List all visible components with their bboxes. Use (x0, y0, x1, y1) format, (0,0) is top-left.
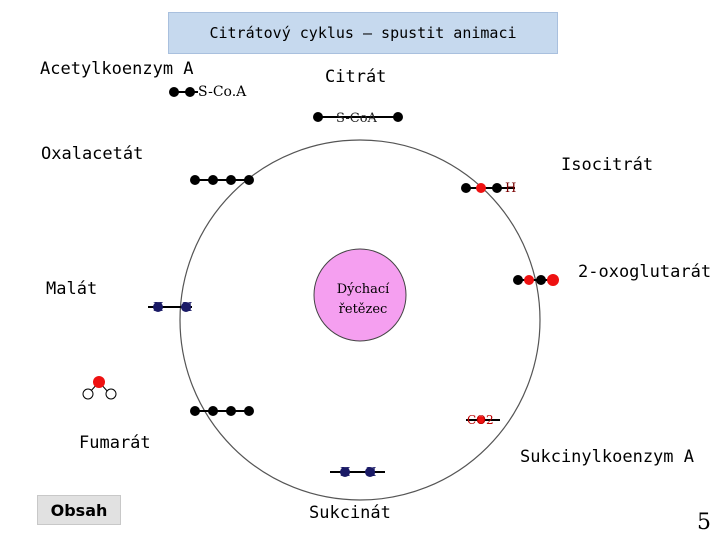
malate-h-left-text: H (153, 300, 164, 314)
start-animation-label: Citrátový cyklus – spustit animaci (209, 24, 517, 42)
oxalacetate-molecule (190, 175, 254, 185)
contents-button-label: Obsah (50, 500, 108, 520)
succinate-h-right-text: H (366, 465, 377, 479)
isocitrate-molecule (461, 183, 515, 193)
label-citrat: Citrát (325, 67, 387, 87)
malate-h-right-text: H (182, 300, 193, 314)
cycle-ring (179, 139, 541, 501)
succinyl-coa-molecule (466, 416, 500, 424)
label-malat: Malát (46, 279, 98, 299)
label-isocitrat: Isocitrát (561, 155, 654, 175)
citrate-scoa-text: S-CoA (336, 111, 377, 126)
succinyl-co2-text: CO2 (467, 413, 494, 427)
malate-molecule (148, 302, 192, 312)
contents-button[interactable]: Obsah (37, 495, 121, 525)
acetyl-coa-molecule (169, 87, 198, 97)
label-sukcinylkoenzym: Sukcinylkoenzym A (520, 447, 694, 467)
acetyl-scoa-text: S-Co.A (198, 84, 247, 100)
label-oxoglutarat: 2-oxoglutarát (578, 262, 712, 282)
isocitrate-h-text: H (505, 181, 517, 196)
citrate-molecule (313, 112, 403, 122)
label-sukcinat: Sukcinát (309, 503, 391, 523)
succinate-h-left-text: H (340, 465, 351, 479)
respiratory-chain-node[interactable] (313, 248, 407, 342)
start-animation-button[interactable]: Citrátový cyklus – spustit animaci (168, 12, 558, 54)
label-oxalacetat: Oxalacetát (41, 144, 144, 164)
fumarate-atoms (82, 376, 117, 400)
succinate-molecule (330, 467, 385, 477)
oxoglutarate-molecule (513, 274, 559, 286)
page-number: 5 (697, 510, 711, 535)
fumarate-molecule (190, 406, 254, 416)
label-acetylkoenzym: Acetylkoenzym A (40, 59, 194, 79)
label-fumarat: Fumarát (79, 433, 151, 453)
respiratory-chain-label: Dýchací řetězec (336, 282, 390, 317)
